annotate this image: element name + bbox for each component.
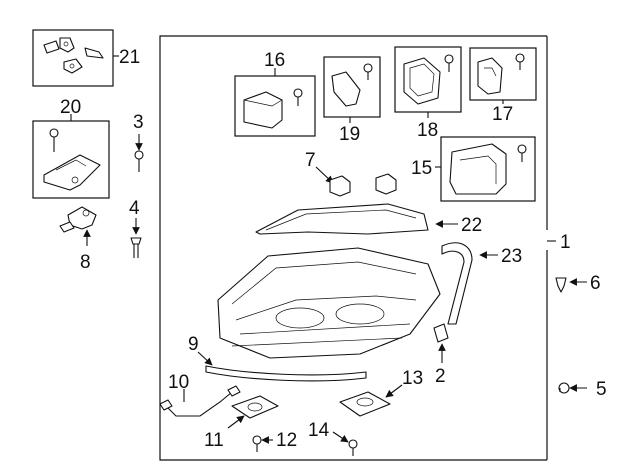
callout-11: 11: [204, 430, 224, 451]
callout-13: 13: [402, 368, 423, 389]
callout-10: 10: [168, 372, 189, 393]
part-21-brackets: [43, 37, 104, 74]
part-19-module: [331, 63, 373, 107]
callout-3: 3: [133, 112, 144, 133]
part-15-module: [449, 143, 527, 195]
callout-18: 18: [417, 120, 438, 141]
part-13-module: [339, 391, 391, 417]
callout-21: 21: [119, 47, 140, 68]
callout-14: 14: [308, 420, 330, 441]
part-22-trim: [255, 203, 429, 235]
callout-9: 9: [188, 334, 199, 355]
callout-19: 19: [339, 124, 360, 145]
callout-16: 16: [264, 50, 285, 71]
callout-8: 8: [80, 252, 91, 273]
part-3-screw: [134, 150, 144, 172]
part-5-screw: [558, 382, 570, 394]
callout-1: 1: [560, 232, 571, 253]
callout-6: 6: [590, 273, 601, 294]
part-1-headlamp: [217, 247, 441, 359]
callout-23: 23: [501, 246, 522, 267]
part-7-bulb-sockets: [329, 173, 397, 197]
assembly-frame: [159, 35, 547, 461]
part-17-module: [477, 53, 525, 95]
callout-7: 7: [305, 150, 316, 171]
callout-5: 5: [596, 379, 607, 400]
part-12-screw: [252, 435, 262, 452]
part-20-bracket: [43, 128, 101, 191]
callout-15: 15: [411, 158, 432, 179]
callout-17: 17: [492, 104, 513, 125]
part-23-seal: [441, 242, 473, 325]
part-14-screw: [348, 439, 358, 456]
part-18-gasket: [403, 54, 454, 105]
callout-4: 4: [129, 198, 140, 219]
box-15: [440, 136, 536, 202]
box-19: [323, 56, 381, 118]
part-4-screw: [130, 237, 142, 258]
part-2-clip: [433, 323, 449, 343]
callout-2: 2: [435, 366, 446, 387]
part-9-strip: [205, 365, 367, 382]
part-8-sensor: [59, 206, 97, 233]
part-10-harness: [159, 385, 241, 417]
callout-20: 20: [60, 97, 81, 118]
box-21: [32, 29, 114, 87]
callout-12: 12: [276, 430, 297, 451]
part-6-clip: [555, 277, 567, 293]
part-16-module: [243, 88, 303, 129]
part-11-module: [231, 395, 279, 419]
callout-22: 22: [461, 215, 482, 236]
